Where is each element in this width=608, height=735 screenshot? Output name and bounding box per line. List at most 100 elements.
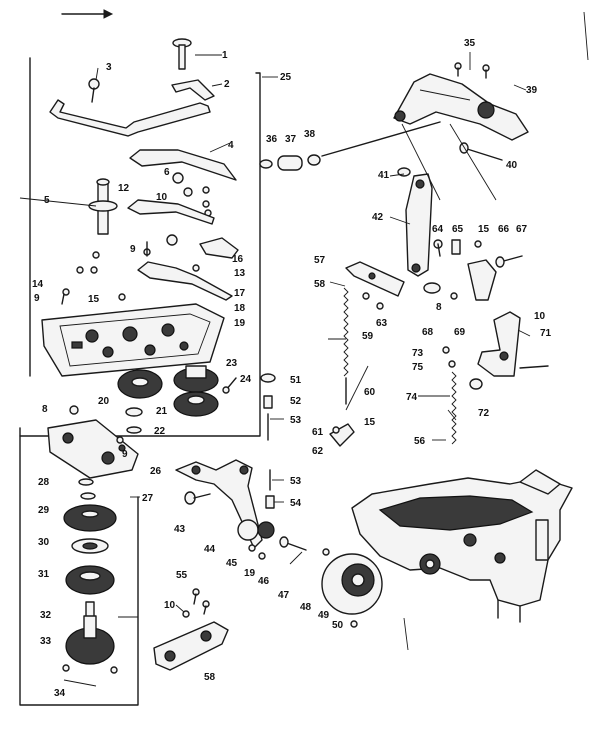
callout: 3: [106, 62, 112, 73]
part-pin-67: [495, 255, 523, 268]
part-link-37: [277, 155, 303, 171]
part-gear-29: [63, 504, 117, 532]
callout: 13: [234, 268, 246, 279]
callout: 46: [258, 576, 270, 587]
part-lever-44: [175, 459, 263, 549]
part-bracket-57: [345, 261, 405, 297]
callout: 56: [414, 436, 426, 447]
callout: 41: [378, 170, 390, 181]
callout: 34: [54, 688, 66, 699]
part-screw-64: [433, 239, 443, 257]
part-gear-31: [65, 565, 115, 595]
part-bracket-26: [47, 419, 139, 479]
callout: 8: [42, 404, 48, 415]
callout: 27: [142, 493, 154, 504]
part-roller-45: [237, 519, 275, 541]
callout: 9: [122, 449, 128, 460]
callout: 61: [312, 427, 324, 438]
callout: 35: [464, 38, 476, 49]
callout: 68: [422, 327, 434, 338]
part-screw-15-right: [474, 240, 482, 248]
direction-arrow: [61, 9, 114, 19]
callout: 58: [314, 279, 326, 290]
callout: 74: [406, 392, 418, 403]
part-connecting-rod: [321, 121, 441, 157]
part-lever-39: [393, 73, 529, 141]
part-shaft-5: [88, 178, 118, 235]
callout: 10: [156, 192, 168, 203]
part-dial-knob: [321, 548, 383, 615]
callout: 71: [540, 328, 552, 339]
part-lever-13: [137, 261, 233, 301]
part-washer-36: [259, 159, 273, 169]
callout: 9: [34, 293, 40, 304]
callout: 1: [222, 50, 228, 61]
part-screw-52: [263, 395, 273, 409]
callout: 10: [164, 600, 176, 611]
callout: 53: [290, 476, 302, 487]
callout: 52: [290, 396, 302, 407]
leader-lines: [19, 52, 531, 618]
part-bracket-58: [153, 621, 229, 671]
callout: 15: [478, 224, 490, 235]
part-screws-46: [248, 544, 266, 560]
part-screw-15: [118, 293, 126, 301]
part-bushing-30: [71, 538, 109, 554]
callout: 55: [176, 570, 188, 581]
part-screws-55: [192, 588, 210, 615]
part-washers-28: [78, 478, 96, 500]
part-spring-54: [265, 495, 275, 509]
callout: 20: [98, 396, 110, 407]
callout: 4: [228, 140, 234, 151]
callout: 15: [364, 417, 376, 428]
callout: 65: [452, 224, 464, 235]
callout: 2: [224, 79, 230, 90]
callout: 49: [318, 610, 330, 621]
callout: 59: [362, 331, 374, 342]
part-screw-24: [222, 377, 237, 394]
callout: 47: [278, 590, 290, 601]
part-washer-68: [423, 282, 441, 294]
callout: 28: [38, 477, 50, 488]
part-bracket-62: [329, 423, 355, 447]
callout: 32: [40, 610, 52, 621]
callout: 29: [38, 505, 50, 516]
callout: 31: [38, 569, 50, 580]
callout: 57: [314, 255, 326, 266]
callout: 9: [130, 244, 136, 255]
callout: 38: [304, 129, 316, 140]
callout: 44: [204, 544, 216, 555]
callout: 54: [290, 498, 302, 509]
callout: 73: [412, 348, 424, 359]
part-screw-50: [350, 620, 358, 628]
part-gear-33: [65, 615, 115, 665]
stray-marks: [403, 11, 589, 651]
callout: 5: [44, 195, 50, 206]
part-link-66: [467, 259, 497, 301]
part-plate-19: [41, 303, 225, 377]
lower-group-frame: [19, 427, 139, 706]
callout: 58: [204, 672, 216, 683]
callout: 53: [290, 415, 302, 426]
upper-group-frame: [19, 57, 261, 437]
callout: 63: [376, 318, 388, 329]
callout: 22: [154, 426, 166, 437]
callout: 21: [156, 406, 168, 417]
callout: 69: [454, 327, 466, 338]
callout: 14: [32, 279, 44, 290]
callout: 66: [498, 224, 510, 235]
part-spring-bracket: [49, 99, 211, 137]
part-gear-23: [173, 365, 219, 417]
part-gear-20: [117, 369, 163, 399]
part-screws-34: [62, 664, 118, 687]
machine-base-assembly: [351, 469, 573, 623]
callout: 39: [526, 85, 538, 96]
part-screw-43: [184, 491, 211, 505]
part-screw-71: [519, 365, 549, 369]
part-spring-59: [343, 287, 349, 377]
part-screw-65: [451, 239, 461, 255]
callout: 75: [412, 362, 424, 373]
part-collar-38: [307, 154, 321, 166]
callout: 50: [332, 620, 344, 631]
